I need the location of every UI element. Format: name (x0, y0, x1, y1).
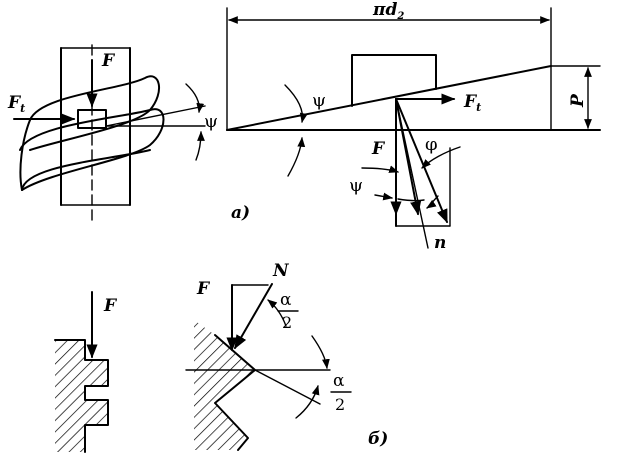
rectangular-thread-hatch (55, 340, 108, 452)
triangular-force-label: F (196, 279, 211, 299)
helix-angle-arc-bottom (195, 131, 205, 161)
triangular-thread-profile (185, 283, 331, 451)
tangential-force-label-right: Ft (463, 92, 481, 114)
rectangular-thread-outline (54, 339, 109, 453)
incline-line (226, 65, 552, 131)
triangular-thread-hatch (194, 320, 255, 450)
phi-arc-upper (421, 146, 461, 169)
thread-ridge-middle (19, 108, 165, 191)
helix-angle-arc-top (185, 83, 205, 113)
force-angle-arc (361, 165, 399, 173)
psi-arc-top (284, 84, 308, 123)
thread-ridge-lower (21, 149, 151, 191)
nut-element (77, 109, 107, 129)
rectangular-force-label: F (103, 296, 118, 316)
normal-force-arrow (234, 283, 273, 350)
block-on-incline (351, 54, 437, 107)
alpha-lower-denominator: 2 (335, 395, 345, 414)
normal-N-label: N (272, 261, 290, 281)
normal-n-label: n (434, 233, 446, 253)
alpha-upper-label: α (280, 290, 292, 310)
axial-force-label: F (101, 51, 116, 71)
triangular-thread-outline (214, 334, 256, 451)
friction-angle-label: φ (425, 134, 438, 155)
force-label-polygon: F (371, 139, 386, 159)
caption-b: б) (368, 429, 388, 449)
thread-left-profile (19, 119, 31, 191)
tangential-force-label: Ft (7, 93, 25, 115)
psi-arc-lower (397, 198, 425, 202)
psi-arc-bottom (287, 137, 306, 177)
phi-arc-lower (426, 195, 439, 209)
psi-arrow-left (374, 192, 393, 201)
helix-angle-label-right: ψ (312, 90, 326, 111)
helix-incline-line (105, 105, 206, 127)
alpha-lower-label: α (333, 371, 345, 391)
alpha-arc-upper (267, 299, 287, 327)
resultant-force-vector (395, 98, 448, 224)
normal-line-n (395, 98, 429, 249)
unrolled-thread (226, 7, 601, 249)
pitch-label: P (568, 93, 588, 108)
helix-angle-label-polygon: ψ (349, 175, 363, 196)
helix-angle-label-left: ψ (204, 111, 218, 132)
circumference-label: πd2 (372, 0, 404, 22)
alpha-arc-lower (295, 385, 320, 419)
alpha-arc-right (311, 335, 330, 369)
rectangular-thread-profile (54, 291, 109, 453)
caption-a: а) (231, 203, 250, 223)
flank-extension (254, 369, 321, 405)
alpha-upper-denominator: 2 (282, 313, 292, 332)
thread-ridge-upper (29, 75, 160, 151)
screw-sketch (13, 44, 206, 223)
